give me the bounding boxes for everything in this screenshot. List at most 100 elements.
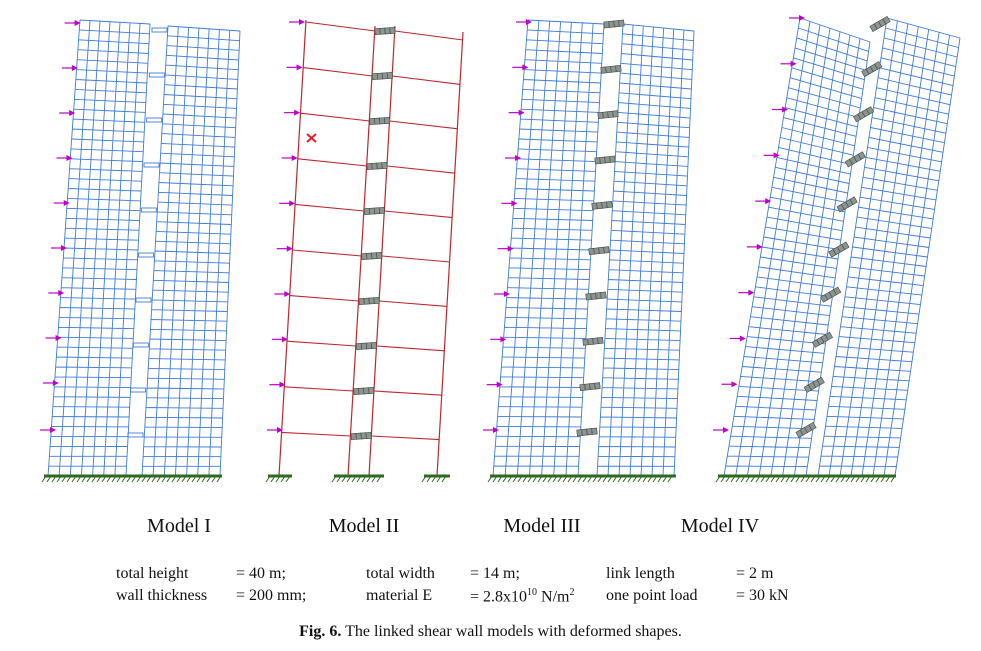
model4-load-arrow-head <box>748 289 755 296</box>
model4-link <box>852 106 875 123</box>
model2-support-mid-hatch <box>336 475 342 483</box>
model1-link <box>135 297 152 303</box>
model4-link <box>844 151 866 168</box>
model1-load-arrow-head <box>63 200 70 206</box>
model3-link-cell <box>618 19 625 27</box>
model3-link <box>603 19 625 29</box>
model3-support-hatch <box>527 475 533 483</box>
model4-link <box>795 421 817 439</box>
model4-support-hatch <box>830 475 836 483</box>
model2-link-cell <box>363 387 370 395</box>
model1-support-hatch <box>111 475 117 483</box>
model2-link-cell <box>358 387 365 395</box>
model4-load-arrow-head <box>731 381 738 388</box>
model2-link-cell <box>368 297 375 305</box>
model3-link-cell <box>593 247 600 255</box>
model4-link <box>803 376 825 393</box>
model4-support-hatch <box>800 475 806 483</box>
model2-beam <box>289 295 359 302</box>
model3-support-hatch <box>497 475 503 483</box>
model4-support-hatch <box>740 475 746 483</box>
model3-support-hatch <box>597 475 603 483</box>
model2-link-cell <box>374 28 381 36</box>
model4-link-cell <box>841 241 850 251</box>
model4-link <box>811 331 834 348</box>
model2-support-right-hatch <box>441 475 447 483</box>
model3-support-hatch <box>652 475 658 483</box>
model3-link <box>576 427 598 437</box>
model4-load-arrow-head <box>799 15 805 21</box>
model3-link-cell <box>613 20 620 28</box>
model2-link-cell <box>379 117 386 125</box>
param-wall-thickness-value: = 200 mm; <box>236 587 307 604</box>
model4-link-cell <box>824 331 834 341</box>
model2-support-right-hatch <box>421 475 427 483</box>
model4-link-cell <box>849 196 858 205</box>
model1-load-arrow-head <box>58 290 65 296</box>
model3-support-hatch <box>657 475 663 483</box>
model1-support-hatch <box>76 475 82 483</box>
model2-x-marker <box>306 133 317 143</box>
model2-link-cell <box>381 72 388 80</box>
model2-support-right-hatch <box>436 475 442 483</box>
model2-link-cell <box>384 116 391 124</box>
model3-link-cell <box>588 247 595 256</box>
model2-link-cell <box>376 251 383 259</box>
model3-link-cell <box>592 337 599 345</box>
model4-link-cell <box>874 61 883 70</box>
model3-support-hatch <box>632 475 638 483</box>
model3-link-cell <box>599 156 606 164</box>
model3-load-arrow-head <box>493 427 499 433</box>
model2-beam <box>287 340 357 347</box>
model4-link-cell <box>857 151 866 160</box>
model2-link-cell <box>373 296 380 304</box>
model3-load-arrow-head <box>518 109 525 116</box>
model1-support-hatch <box>126 475 132 483</box>
model2-link-cell <box>360 342 367 350</box>
model2-link-cell <box>371 252 378 260</box>
param-total-height-name: total height <box>116 565 189 582</box>
model4-load-arrow-head <box>765 198 772 205</box>
model4-support-hatch <box>805 475 811 483</box>
model2-link-cell <box>353 388 360 396</box>
model3-support-hatch <box>642 475 648 483</box>
model1-support-hatch <box>186 475 192 483</box>
model2-link-cell <box>363 297 370 305</box>
model2-link-cell <box>355 432 362 440</box>
param-link-length-name: link length <box>606 565 675 582</box>
model3-link-cell <box>601 201 608 209</box>
model2-link <box>374 26 396 36</box>
model1-support-hatch <box>161 475 167 483</box>
model2-beam <box>303 67 373 77</box>
model1-support-hatch <box>41 475 47 483</box>
model4-support-hatch <box>810 475 816 483</box>
model4-load-arrow-head <box>782 106 789 113</box>
model2-link <box>355 341 377 351</box>
model2-column <box>278 19 307 477</box>
model4-support-hatch <box>870 475 876 483</box>
model3-link-cell <box>608 20 615 28</box>
model4-support-hatch <box>755 475 761 483</box>
param-material-e-value: = 2.8x1010 N/m2 <box>470 587 575 606</box>
model1-support-hatch <box>176 475 182 483</box>
model2-support-mid-hatch <box>351 475 357 483</box>
model3-load-arrow-head <box>500 336 507 343</box>
model2-link-cell <box>369 118 376 126</box>
model4-support-hatch <box>780 475 786 483</box>
model2-beam <box>394 30 464 41</box>
model2-support-mid-hatch <box>346 475 352 483</box>
model3-link-cell <box>581 428 588 436</box>
model1-load-arrow-head <box>74 20 81 26</box>
model1-support-hatch <box>51 475 57 483</box>
model4-support-hatch <box>825 475 831 483</box>
model3-support-hatch <box>517 475 523 483</box>
model3-link <box>588 246 610 256</box>
model3-support-hatch <box>572 475 578 483</box>
model3-load-arrow-head <box>522 64 529 71</box>
model3-link-cell <box>603 21 610 29</box>
model2-link-cell <box>365 431 372 439</box>
model3-load-arrow-head <box>511 200 518 207</box>
model2-beam <box>371 435 440 441</box>
model-label-1: Model I <box>147 515 211 537</box>
model2-load-arrow-head <box>299 19 305 25</box>
